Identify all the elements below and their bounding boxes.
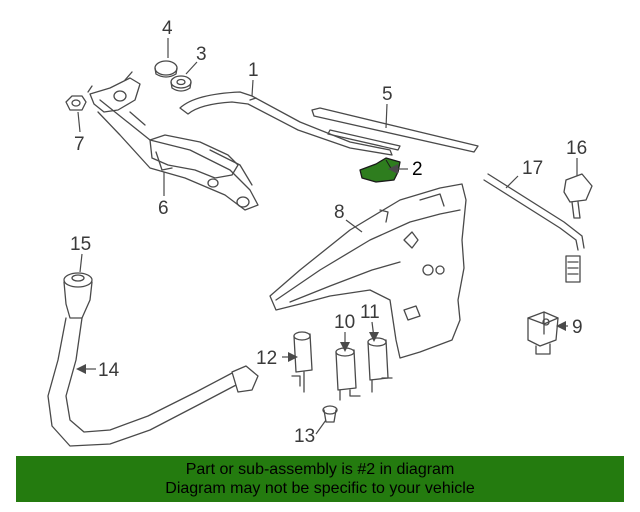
callout-8: 8 [334,202,345,223]
part-wiper-linkage-6 [87,71,259,211]
part-washer-reservoir-8 [269,183,467,359]
part-nozzle-16 [563,173,593,283]
parts-diagram: 1 2 3 4 5 6 7 8 9 10 11 12 13 14 15 16 1… [47,18,593,447]
callout-16: 16 [566,138,587,159]
leader-lines [76,38,578,435]
part-cap-4 [154,60,178,78]
callout-5: 5 [382,84,393,105]
callout-17: 17 [522,158,543,179]
callout-13: 13 [294,426,315,447]
callout-7: 7 [74,134,85,155]
callout-3: 3 [196,44,207,65]
callout-2: 2 [412,159,423,180]
part-sensor-9 [527,311,559,355]
callout-14: 14 [98,360,120,381]
callout-1: 1 [248,60,259,81]
part-wiper-arm-1 [179,91,393,156]
part-filler-hose-14 [47,317,259,447]
banner-line-2: Diagram may not be specific to your vehi… [165,480,475,497]
part-nut-3 [170,75,192,92]
callout-15: 15 [70,234,91,255]
callout-10: 10 [334,312,355,333]
callout-6: 6 [158,198,169,219]
callout-4: 4 [162,18,173,39]
callout-9: 9 [572,317,583,338]
part-washer-pump-11 [367,337,393,393]
part-washer-pump-10 [335,347,361,401]
part-grommet-13 [322,405,338,423]
part-washer-pump-12 [291,331,313,393]
callout-12: 12 [256,348,277,369]
part-filler-neck-15 [63,272,93,319]
info-banner: Part or sub-assembly is #2 in diagram Di… [16,456,624,502]
part-nut-7 [65,95,87,111]
banner-line-1: Part or sub-assembly is #2 in diagram [185,461,455,478]
part-hose-17 [483,173,585,251]
callout-11: 11 [360,302,380,323]
part-wiper-blade-5 [311,107,479,153]
